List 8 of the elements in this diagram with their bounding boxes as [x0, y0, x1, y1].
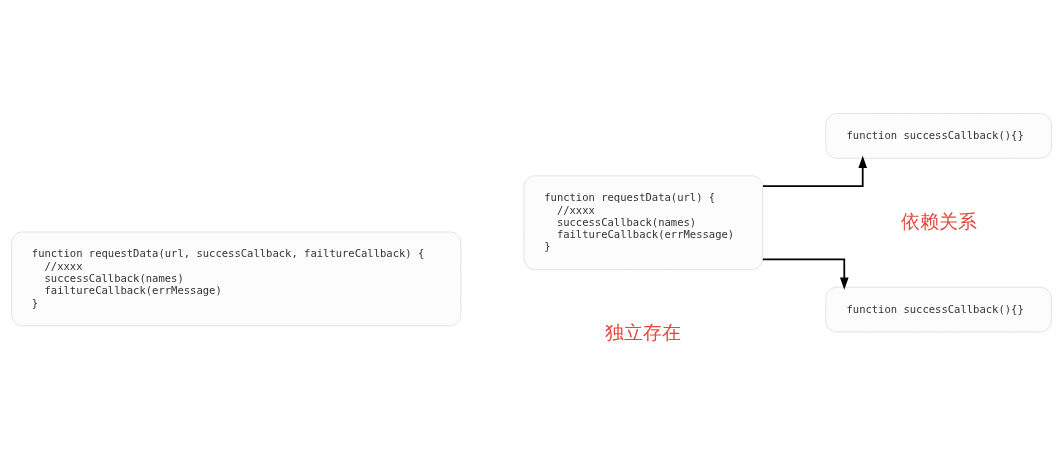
arrow [761, 258, 849, 290]
node-box: function successCallback(){} [825, 286, 1052, 332]
label: 依赖关系 [900, 209, 977, 233]
arrow [762, 155, 867, 187]
node-box: function successCallback(){} [825, 112, 1052, 159]
label: 独立存在 [605, 320, 682, 344]
node-box: function requestData(url) { //xxxx successCallback(names) failtureCallback(errMessage) } [523, 174, 764, 270]
node-box: function requestData(url, successCallback, failtureCallback) { //xxxx successCallback(names) failtureCallback(errMessage) } [11, 231, 462, 326]
